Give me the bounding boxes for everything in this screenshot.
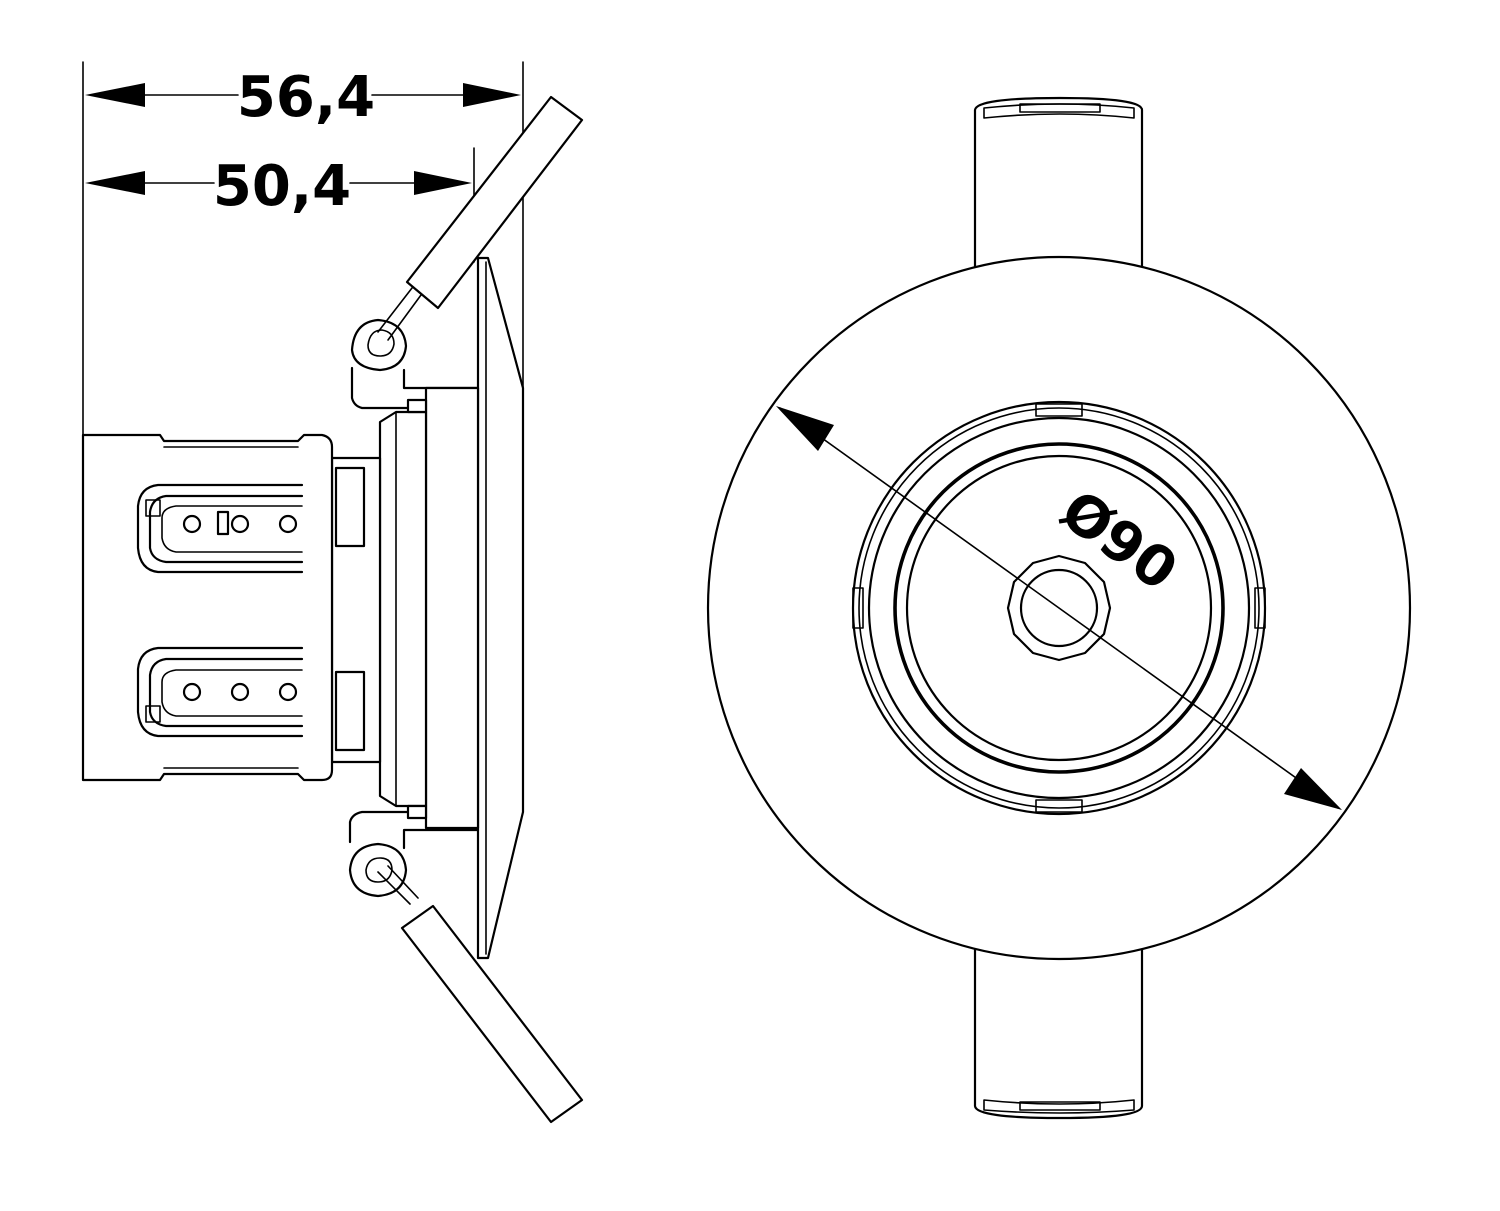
ring-notch-bottom [1035, 799, 1083, 813]
front-bezel [476, 256, 525, 960]
dimension-body-depth: 50,4 [85, 154, 472, 219]
dimension-label-overall: 56,4 [237, 65, 375, 130]
ring-notch-top [1035, 403, 1083, 417]
terminal-block-upper [136, 483, 304, 574]
dimension-label-body: 50,4 [213, 154, 351, 219]
front-view: Ø90 [706, 96, 1412, 1120]
clip-tab-top [973, 96, 1144, 277]
side-view: 56,4 50,4 [81, 61, 584, 1124]
mid-ring [378, 410, 428, 808]
terminal-block-lower [136, 646, 304, 738]
spring-clip-top [350, 95, 584, 410]
cone-edge [893, 442, 1225, 774]
clip-tab-bottom [973, 938, 1144, 1120]
front-ring [424, 386, 480, 830]
rear-housing [81, 433, 334, 782]
spring-clip-bottom [348, 810, 584, 1124]
dimension-overall-depth: 56,4 [85, 65, 521, 130]
